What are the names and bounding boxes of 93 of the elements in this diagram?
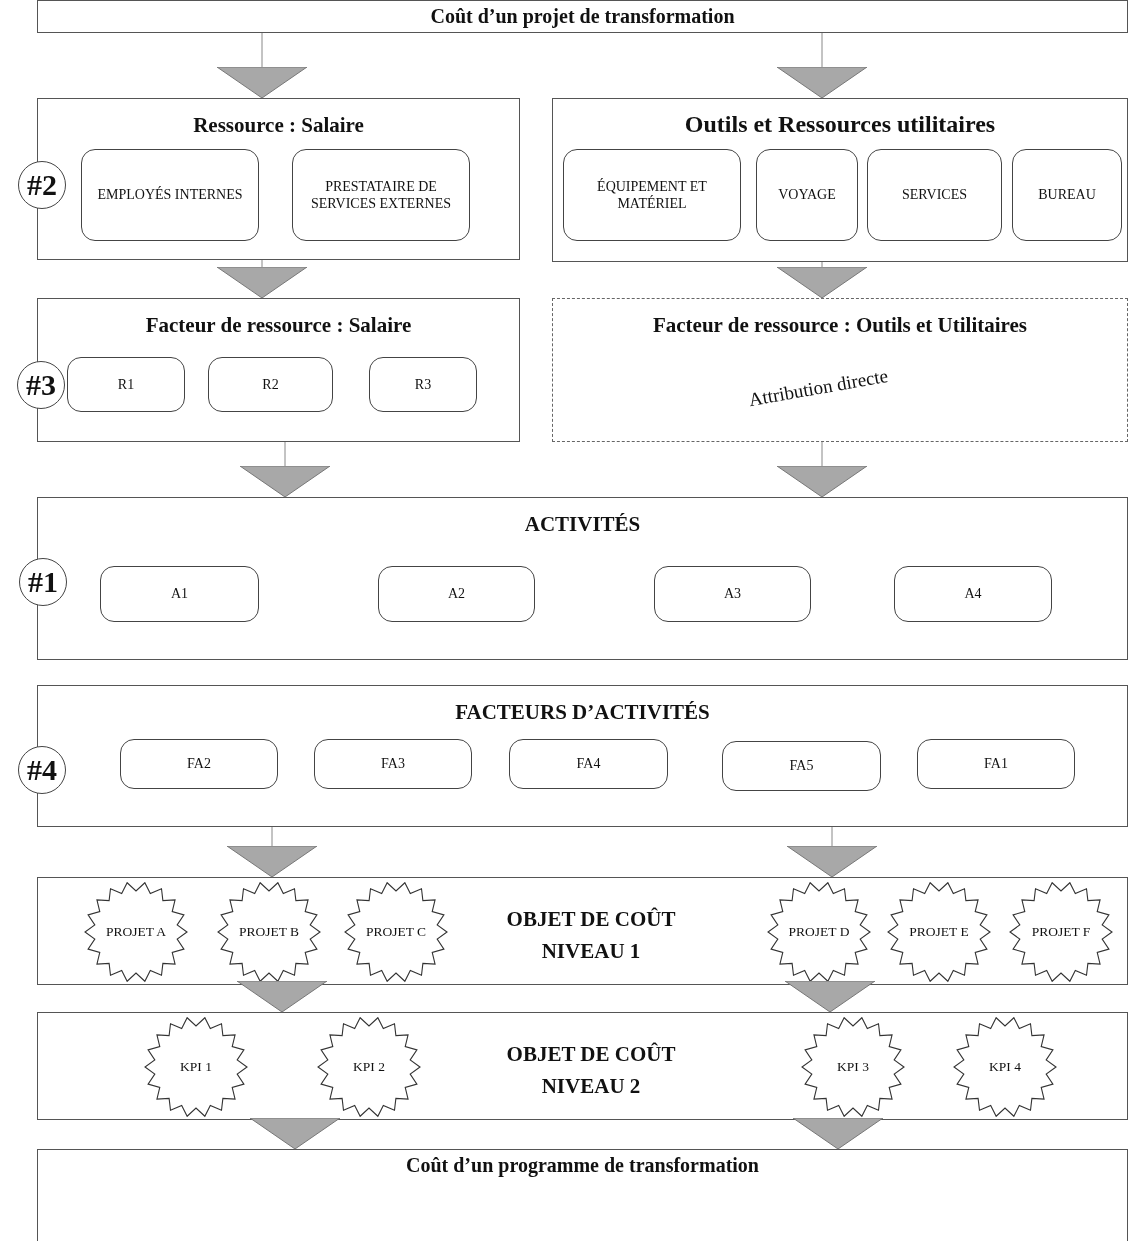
rounded-box xyxy=(654,566,811,622)
level-panel xyxy=(37,877,1128,985)
box-label: EMPLOYÉS INTERNES xyxy=(96,186,244,204)
box-label: PRESTATAIRE DE SERVICES EXTERNES xyxy=(309,177,453,213)
title-bar xyxy=(37,1149,1128,1241)
chevron-arrow xyxy=(239,441,331,498)
rounded-box xyxy=(722,741,881,791)
rounded-box xyxy=(378,566,535,622)
chevron-arrow xyxy=(776,32,868,99)
chevron-arrow xyxy=(236,980,328,1013)
starburst-shape xyxy=(887,881,991,983)
box-label: PROJET C xyxy=(365,923,427,941)
panel-heading: Facteur de ressource : Outils et Utilitaires xyxy=(651,313,1028,338)
box-label: PROJET E xyxy=(909,923,969,941)
box-label: R3 xyxy=(413,375,433,394)
box-label: KPI 3 xyxy=(837,1058,869,1076)
step-number: #2 xyxy=(27,168,57,202)
panel-heading: Coût d’un projet de transformation xyxy=(429,5,736,28)
box-label: FA5 xyxy=(788,757,815,775)
box-label: PROJET A xyxy=(105,923,167,941)
chevron-arrow xyxy=(776,441,868,498)
step-number-circle xyxy=(18,746,66,794)
group-panel xyxy=(552,98,1128,262)
starburst-shape xyxy=(767,881,871,983)
starburst-shape xyxy=(217,881,321,983)
chevron-arrow xyxy=(786,826,878,878)
chevron-arrow xyxy=(216,32,308,99)
box-label: FA1 xyxy=(983,755,1009,773)
box-label: PROJET B xyxy=(238,923,300,941)
box-label: KPI 4 xyxy=(989,1058,1021,1076)
chevron-arrow xyxy=(784,980,876,1013)
rounded-box xyxy=(314,739,472,789)
box-label: FA4 xyxy=(575,755,602,773)
rounded-box xyxy=(100,566,259,622)
rounded-box xyxy=(81,149,259,241)
level-heading: OBJET DE COÛT NIVEAU 1 xyxy=(505,906,677,965)
box-label: A2 xyxy=(446,585,467,603)
starburst-shape xyxy=(801,1016,905,1118)
chevron-arrow xyxy=(792,1117,884,1150)
box-label: FA3 xyxy=(380,755,406,773)
starburst-shape xyxy=(144,1016,248,1118)
step-number: #4 xyxy=(27,753,57,787)
step-number: #1 xyxy=(28,565,58,599)
starburst-shape xyxy=(1009,881,1113,983)
box-label: KPI 2 xyxy=(353,1058,385,1076)
rounded-box xyxy=(917,739,1075,789)
rounded-box xyxy=(509,739,668,789)
step-number-circle xyxy=(17,361,65,409)
title-bar xyxy=(37,0,1128,33)
box-label: A3 xyxy=(722,585,743,603)
rounded-box xyxy=(292,149,470,241)
step-number: #3 xyxy=(26,368,56,402)
annotation-text: Attribution directe xyxy=(747,364,890,412)
panel-heading: Outils et Ressources utilitaires xyxy=(683,111,997,138)
box-label: KPI 1 xyxy=(180,1058,212,1076)
box-label: ÉQUIPEMENT ET MATÉRIEL xyxy=(596,177,708,213)
panel-heading: Ressource : Salaire xyxy=(192,113,365,138)
panel-heading: Facteur de ressource : Salaire xyxy=(144,313,413,338)
chevron-arrow xyxy=(776,261,868,299)
starburst-shape xyxy=(317,1016,421,1118)
level-heading: OBJET DE COÛT NIVEAU 2 xyxy=(505,1041,677,1100)
rounded-box xyxy=(120,739,278,789)
chevron-arrow xyxy=(249,1117,341,1150)
rounded-box xyxy=(563,149,741,241)
box-label: PROJET D xyxy=(788,923,850,941)
panel-heading: ACTIVITÉS xyxy=(523,512,642,537)
step-number-circle xyxy=(18,161,66,209)
rounded-box xyxy=(756,149,858,241)
rounded-box xyxy=(1012,149,1122,241)
starburst-shape xyxy=(953,1016,1057,1118)
rounded-box xyxy=(369,357,477,412)
box-label: VOYAGE xyxy=(777,186,837,204)
rounded-box xyxy=(894,566,1052,622)
box-label: R1 xyxy=(116,375,136,394)
box-label: A4 xyxy=(963,585,983,603)
starburst-shape xyxy=(84,881,188,983)
rounded-box xyxy=(67,357,185,412)
rounded-box xyxy=(867,149,1002,241)
box-label: BUREAU xyxy=(1037,186,1097,204)
box-label: FA2 xyxy=(186,755,212,773)
box-label: SERVICES xyxy=(901,186,968,204)
panel-heading: FACTEURS D’ACTIVITÉS xyxy=(454,700,711,725)
box-label: A1 xyxy=(169,585,190,603)
panel-heading: Coût d’un programme de transformation xyxy=(405,1154,760,1177)
box-label: R2 xyxy=(261,375,280,394)
level-panel xyxy=(37,1012,1128,1120)
rounded-box xyxy=(208,357,333,412)
box-label: PROJET F xyxy=(1031,923,1091,941)
step-number-circle xyxy=(19,558,67,606)
starburst-shape xyxy=(344,881,448,983)
chevron-arrow xyxy=(216,259,308,299)
dashed-panel xyxy=(552,298,1128,442)
chevron-arrow xyxy=(226,826,318,878)
